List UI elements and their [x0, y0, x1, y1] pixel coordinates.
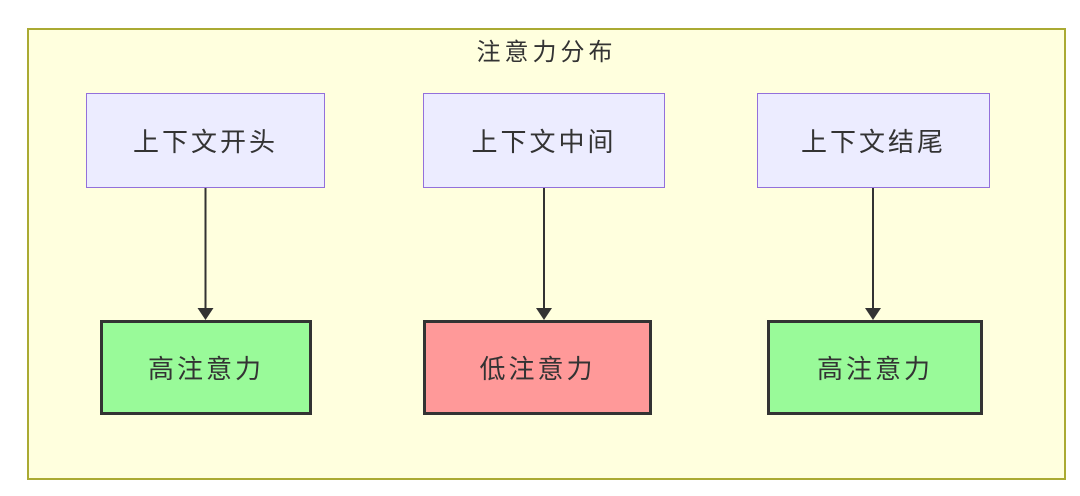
node-attention-low: 低注意力 — [423, 320, 652, 415]
diagram-title: 注意力分布 — [476, 39, 617, 66]
node-context-middle: 上下文中间 — [423, 93, 665, 188]
node-attention-low-label: 低注意力 — [479, 354, 596, 384]
node-attention-high-1: 高注意力 — [100, 320, 312, 415]
node-attention-high-2: 高注意力 — [767, 320, 983, 415]
node-context-end-label: 上下文结尾 — [800, 127, 946, 157]
node-context-start: 上下文开头 — [86, 93, 325, 188]
node-context-start-label: 上下文开头 — [132, 127, 278, 157]
node-attention-high-2-label: 高注意力 — [816, 354, 933, 384]
node-attention-high-1-label: 高注意力 — [147, 354, 264, 384]
node-context-middle-label: 上下文中间 — [471, 127, 617, 157]
node-context-end: 上下文结尾 — [757, 93, 990, 188]
